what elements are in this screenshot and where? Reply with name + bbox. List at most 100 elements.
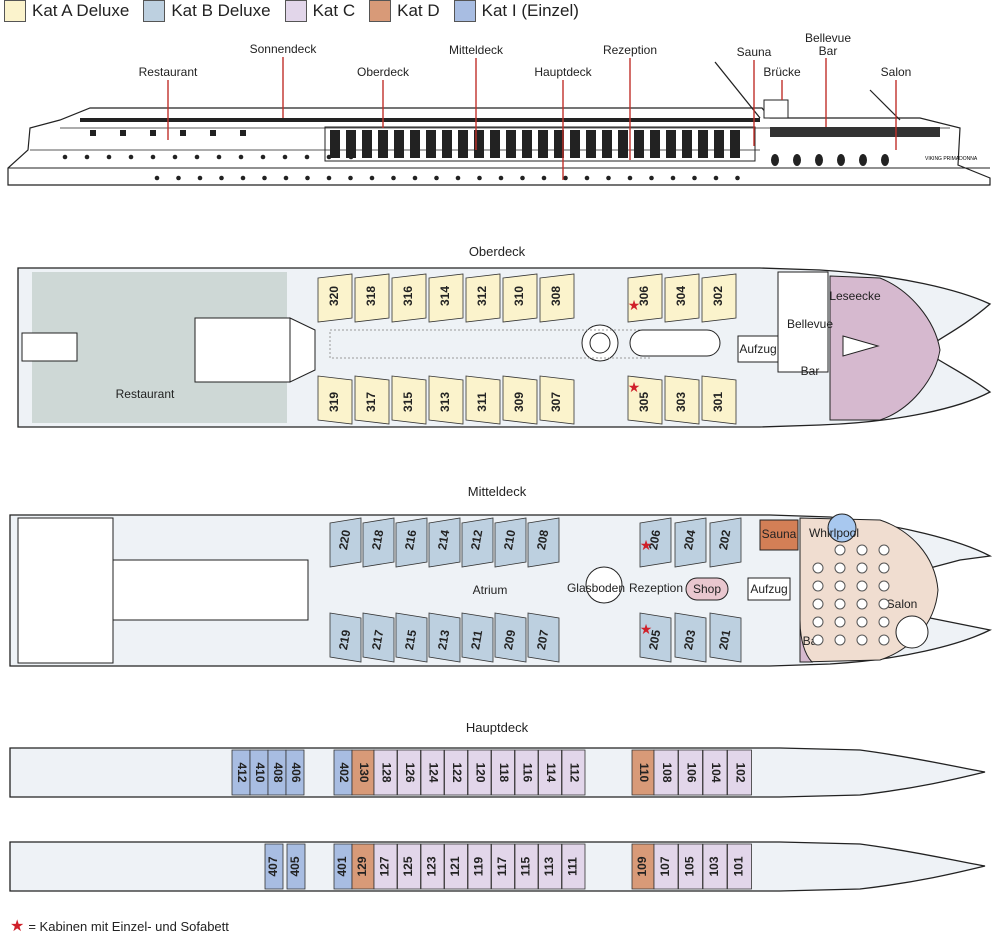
label-sauna: Sauna bbox=[737, 45, 772, 59]
cabin-206: 206 bbox=[639, 517, 672, 568]
cabin-number: 124 bbox=[426, 762, 440, 782]
cabin-113: 113 bbox=[538, 843, 562, 890]
cabin-101: 101 bbox=[727, 843, 752, 890]
cabin-number: 110 bbox=[637, 763, 651, 783]
cabin-102: 102 bbox=[727, 749, 752, 796]
cabin-320: 320 bbox=[317, 273, 353, 323]
cabin-315: 315 bbox=[391, 375, 427, 425]
footnote: ★ = Kabinen mit Einzel- und Sofabett bbox=[10, 916, 229, 936]
legend-label: Kat I (Einzel) bbox=[481, 1, 579, 20]
aufzug-label-md: Aufzug bbox=[750, 582, 787, 596]
cabin-number: 109 bbox=[635, 856, 649, 876]
whirlpool bbox=[827, 513, 857, 543]
cabin-number: 206 bbox=[646, 528, 663, 550]
cabin-number: 207 bbox=[534, 628, 551, 650]
cabin-number: 319 bbox=[327, 392, 341, 412]
cabin-number: 405 bbox=[288, 856, 302, 876]
cabin-214: 214 bbox=[428, 517, 461, 568]
bridge-house bbox=[763, 99, 789, 119]
cabin-408: 408 bbox=[267, 749, 287, 796]
cabin-number: 121 bbox=[448, 856, 462, 876]
cabin-103: 103 bbox=[702, 843, 728, 890]
restaurant-label: Restaurant bbox=[116, 387, 175, 401]
cabin-104: 104 bbox=[702, 749, 728, 796]
star-icon: ★ bbox=[640, 621, 653, 637]
cabin-407: 407 bbox=[264, 843, 284, 890]
legend-swatch bbox=[453, 0, 476, 22]
profile-portholes bbox=[62, 154, 740, 181]
cabin-210: 210 bbox=[494, 517, 527, 568]
legend-item-kat-d: Kat D bbox=[369, 0, 440, 22]
cabin-205: 205 bbox=[639, 612, 672, 663]
star-icon: ★ bbox=[628, 379, 641, 395]
cabin-number: 304 bbox=[674, 286, 688, 306]
rezeption-label: Rezeption bbox=[629, 581, 683, 595]
star-icon: ★ bbox=[628, 297, 641, 313]
cabin-311: 311 bbox=[465, 375, 501, 425]
cabin-number: 305 bbox=[637, 392, 651, 412]
cabin-107: 107 bbox=[653, 843, 679, 890]
cabin-number: 118 bbox=[497, 763, 511, 783]
cabin-number: 211 bbox=[468, 629, 485, 651]
cabin-number: 311 bbox=[475, 392, 489, 412]
cabin-number: 309 bbox=[512, 392, 526, 412]
cabin-218: 218 bbox=[362, 517, 395, 568]
cabin-number: 301 bbox=[711, 392, 725, 412]
cabin-308: 308 bbox=[539, 273, 575, 323]
cabin-115: 115 bbox=[514, 843, 539, 890]
cabin-202: 202 bbox=[709, 517, 742, 568]
legend-swatch bbox=[4, 0, 26, 22]
whirlpool-label: Whirlpool bbox=[809, 526, 859, 540]
star-icon: ★ bbox=[10, 918, 25, 935]
cabin-211: 211 bbox=[461, 612, 494, 663]
cabin-401: 401 bbox=[333, 843, 353, 890]
shop-box bbox=[685, 577, 729, 601]
cabin-402: 402 bbox=[333, 749, 353, 796]
footnote-text: = Kabinen mit Einzel- und Sofabett bbox=[28, 918, 229, 934]
mitteldeck-title: Mitteldeck bbox=[468, 484, 527, 499]
cabin-number: 104 bbox=[709, 762, 723, 782]
cabin-216: 216 bbox=[395, 517, 428, 568]
cabin-109: 109 bbox=[631, 843, 655, 890]
legend-label: Kat C bbox=[312, 1, 356, 20]
cabin-313: 313 bbox=[428, 375, 464, 425]
cabin-number: 111 bbox=[566, 857, 580, 876]
cabin-number: 128 bbox=[379, 762, 393, 782]
legend-swatch bbox=[369, 0, 392, 22]
cabin-number: 312 bbox=[475, 286, 489, 306]
cabin-number: 112 bbox=[567, 763, 581, 783]
aufzug-label: Aufzug bbox=[739, 342, 776, 356]
sauna-box bbox=[759, 519, 799, 551]
cabin-number: 114 bbox=[544, 763, 558, 783]
cabin-121: 121 bbox=[444, 843, 468, 890]
cabin-207: 207 bbox=[527, 612, 560, 663]
restaurant-core bbox=[194, 317, 291, 383]
cabin-number: 210 bbox=[501, 528, 518, 550]
cabin-number: 123 bbox=[425, 856, 439, 876]
label-mitteldeck: Mitteldeck bbox=[449, 43, 504, 57]
atrium-label: Atrium bbox=[473, 583, 508, 597]
leseecke-label: Leseecke bbox=[829, 289, 881, 303]
cabin-120: 120 bbox=[467, 749, 492, 796]
cabin-204: 204 bbox=[674, 517, 707, 568]
cabin-number: 202 bbox=[716, 528, 733, 550]
cabin-412: 412 bbox=[231, 749, 251, 796]
cabin-number: 219 bbox=[336, 628, 353, 650]
cabin-number: 402 bbox=[337, 762, 351, 782]
cabin-number: 401 bbox=[335, 856, 349, 876]
cabin-406: 406 bbox=[285, 749, 305, 796]
cabin-number: 408 bbox=[271, 762, 285, 782]
cabin-number: 308 bbox=[549, 286, 563, 306]
label-bruecke: Brücke bbox=[763, 65, 801, 79]
cabin-317: 317 bbox=[354, 375, 390, 425]
cabin-number: 220 bbox=[336, 528, 353, 550]
window-band bbox=[324, 126, 756, 162]
cabin-number: 209 bbox=[501, 628, 518, 650]
